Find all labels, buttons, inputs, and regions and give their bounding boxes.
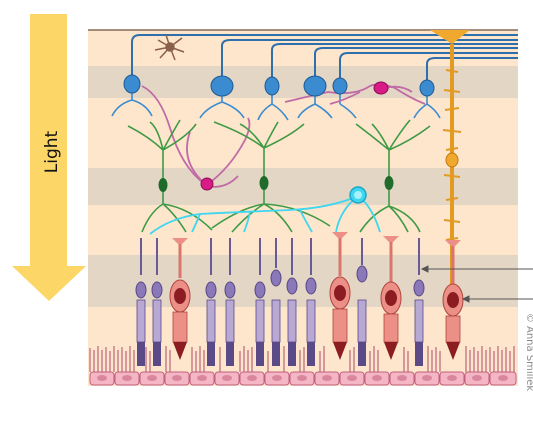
rod (305, 238, 317, 366)
cone (380, 236, 402, 360)
rod (224, 238, 236, 366)
ganglion-cells (123, 74, 435, 97)
cone-photoreceptors (169, 232, 464, 360)
amacrine-cells (200, 81, 389, 191)
pigment-epithelium (89, 371, 517, 386)
copyright-credit: © Anna Smillek (524, 313, 533, 392)
pigment-epithelium-microvilli (89, 346, 515, 372)
cone (442, 240, 464, 360)
rod (151, 238, 163, 366)
amacrine-dendrites (141, 83, 426, 188)
rod-photoreceptors (135, 238, 425, 366)
astrocyte (154, 34, 185, 61)
light-arrow: Light (12, 14, 86, 301)
bipolar-cells (158, 176, 394, 192)
horizontal-cell (349, 186, 367, 204)
pigment-epithelium-nuclei (97, 375, 508, 381)
rod (413, 238, 425, 366)
rod (286, 238, 298, 366)
cone (169, 238, 191, 360)
nerve-fiber-layer (131, 34, 518, 84)
light-label: Light (42, 130, 62, 173)
rod (205, 238, 217, 366)
rod (356, 238, 368, 366)
rod (270, 238, 282, 366)
bipolar-upper-branches (127, 119, 431, 182)
cone (329, 232, 351, 360)
rod (135, 238, 147, 366)
rod (254, 238, 266, 366)
pointer-lines (420, 265, 533, 303)
